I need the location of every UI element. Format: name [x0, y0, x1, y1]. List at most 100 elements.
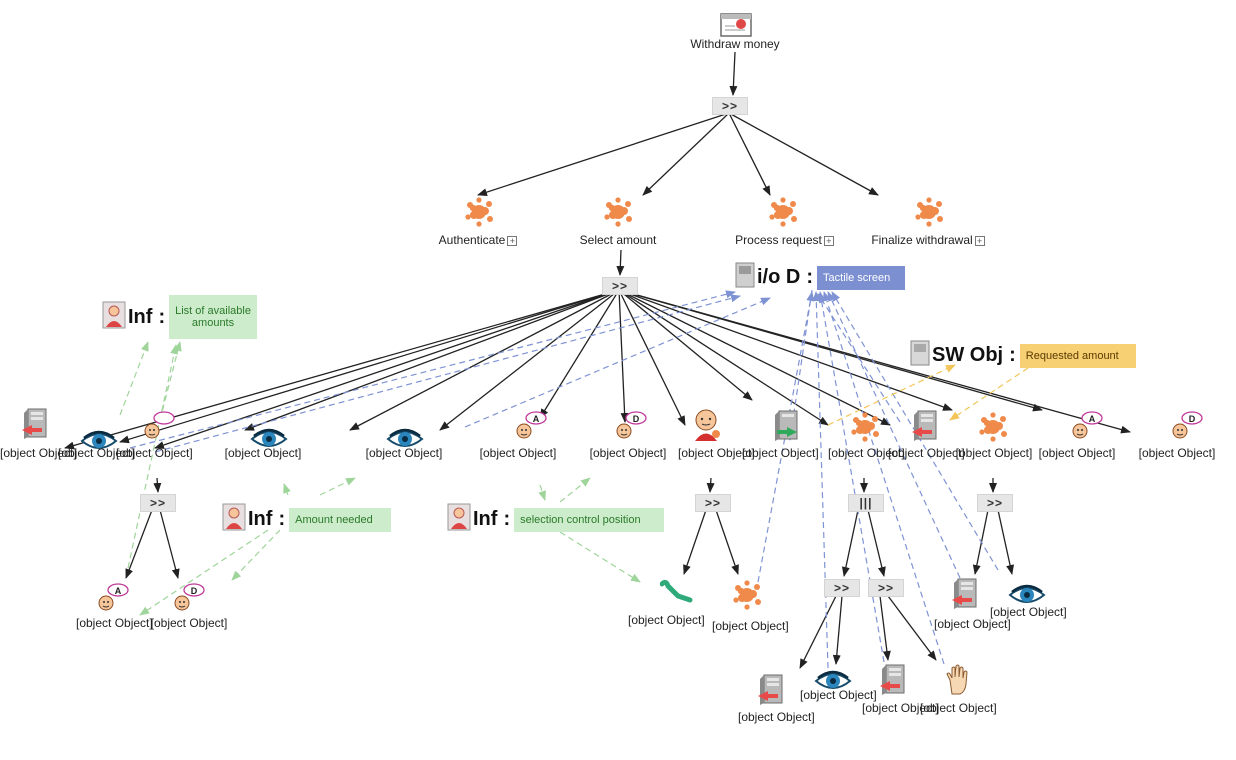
- info-link: [119, 341, 149, 416]
- object-value: List of available amounts: [169, 295, 257, 339]
- object-sep: :: [278, 508, 286, 530]
- device-link: [787, 289, 813, 441]
- hierarchy-edge: [618, 289, 1131, 434]
- device-link: [822, 291, 945, 665]
- object-value: selection control position: [514, 507, 665, 532]
- device-link: [817, 291, 885, 663]
- device-link: [812, 291, 829, 669]
- task-label[interactable]: [object Object]: [678, 446, 755, 460]
- svg-text:A: A: [1089, 414, 1096, 424]
- task-label[interactable]: [object Object]: [990, 605, 1067, 619]
- analyze-icon: A: [94, 582, 130, 617]
- decide-icon: D: [170, 582, 206, 617]
- hierarchy-edge: [729, 51, 738, 96]
- info-link: [127, 344, 179, 569]
- task-process-request[interactable]: Process request+: [722, 233, 847, 248]
- expand-icon[interactable]: +: [823, 235, 834, 246]
- object-value: Requested amount: [1019, 343, 1136, 368]
- task-label[interactable]: [object Object]: [920, 701, 997, 715]
- task-label[interactable]: [object Object]: [828, 446, 905, 460]
- sequence-operator: >>: [695, 494, 731, 512]
- info-link: [139, 529, 269, 616]
- sequence-operator: >>: [140, 494, 176, 512]
- task-label[interactable]: [object Object]: [628, 613, 705, 627]
- task-label[interactable]: [object Object]: [1038, 446, 1116, 460]
- hierarchy-edge: [439, 289, 620, 431]
- eye-icon: [80, 430, 118, 457]
- task-label[interactable]: [object Object]: [0, 446, 77, 460]
- sequence-operator: >>: [868, 579, 904, 597]
- hierarchy-edge: [539, 289, 620, 419]
- device-link: [757, 291, 815, 583]
- object-kind: Inf: [473, 508, 498, 530]
- task-label[interactable]: [object Object]: [742, 446, 819, 460]
- object-sep: :: [503, 508, 511, 530]
- hierarchy-edge: [841, 509, 859, 577]
- hierarchy-edge: [125, 509, 153, 579]
- info-link: [559, 531, 641, 583]
- expand-icon[interactable]: +: [974, 235, 985, 246]
- user-task-icon: [730, 578, 764, 617]
- system-task-icon: [758, 674, 786, 711]
- decide-icon: D: [612, 410, 648, 445]
- task-label[interactable]: [object Object]: [712, 619, 789, 633]
- task-label[interactable]: [object Object]: [800, 688, 877, 702]
- hierarchy-edge: [706, 477, 715, 493]
- svg-text:D: D: [633, 414, 640, 424]
- hierarchy-edge: [477, 112, 730, 197]
- system-task-icon: [912, 410, 940, 447]
- system-task-icon: [952, 578, 980, 615]
- concurrent-operator: |||: [848, 494, 884, 512]
- user-task-icon: [462, 195, 496, 234]
- device-object-tactile-screen[interactable]: i/o D: Tactile screen: [735, 262, 906, 293]
- user-task-icon: [766, 195, 800, 234]
- info-icon: [222, 503, 246, 536]
- user-task-icon: [976, 410, 1010, 449]
- task-label[interactable]: [object Object]: [888, 446, 965, 460]
- cognitive-task-icon: [140, 410, 176, 445]
- info-object-selection-control-position[interactable]: Inf: selection control position: [447, 503, 665, 536]
- info-object-amount-needed[interactable]: Inf: Amount needed: [222, 503, 392, 536]
- software-link: [827, 364, 956, 426]
- system-task-icon: [22, 408, 50, 445]
- task-label[interactable]: [object Object]: [116, 446, 193, 460]
- hierarchy-edge: [879, 595, 891, 661]
- software-object-requested-amount[interactable]: SW Obj: Requested amount: [910, 340, 1136, 371]
- task-authenticate[interactable]: Authenticate+: [428, 233, 528, 248]
- hierarchy-edge: [887, 595, 937, 661]
- task-finalize-withdrawal[interactable]: Finalize withdrawal+: [862, 233, 994, 248]
- task-label[interactable]: [object Object]: [76, 616, 153, 630]
- software-link: [949, 367, 1029, 421]
- sequence-operator: >>: [712, 97, 748, 115]
- sequence-operator: >>: [977, 494, 1013, 512]
- task-select-amount[interactable]: Select amount: [579, 233, 657, 247]
- decide-icon: D: [1168, 410, 1204, 445]
- task-label[interactable]: [object Object]: [738, 710, 815, 724]
- hierarchy-edge: [867, 509, 886, 577]
- info-link: [159, 341, 182, 421]
- hierarchy-edge: [159, 509, 180, 579]
- hierarchy-edge: [618, 289, 891, 426]
- device-link: [129, 290, 736, 449]
- task-label[interactable]: [object Object]: [479, 446, 557, 460]
- root-task-label[interactable]: Withdraw money: [690, 37, 780, 51]
- hierarchy-edge: [683, 509, 707, 575]
- info-object-available-amounts[interactable]: Inf: List of available amounts: [102, 295, 257, 339]
- task-label[interactable]: [object Object]: [150, 616, 228, 630]
- object-value: Tactile screen: [817, 265, 906, 290]
- svg-text:A: A: [533, 414, 540, 424]
- hierarchy-edge: [616, 249, 625, 276]
- object-sep: :: [806, 266, 814, 288]
- task-label[interactable]: [object Object]: [58, 446, 135, 460]
- hierarchy-edge: [119, 289, 620, 444]
- task-label[interactable]: [object Object]: [955, 446, 1033, 460]
- object-value: Amount needed: [289, 507, 392, 532]
- svg-text:D: D: [1189, 414, 1196, 424]
- expand-icon[interactable]: +: [507, 235, 518, 246]
- hierarchy-edge: [997, 509, 1014, 575]
- task-label[interactable]: [object Object]: [589, 446, 667, 460]
- task-label[interactable]: [object Object]: [365, 446, 443, 460]
- task-label[interactable]: [object Object]: [1138, 446, 1216, 460]
- task-label[interactable]: [object Object]: [224, 446, 302, 460]
- task-label[interactable]: [object Object]: [862, 701, 939, 715]
